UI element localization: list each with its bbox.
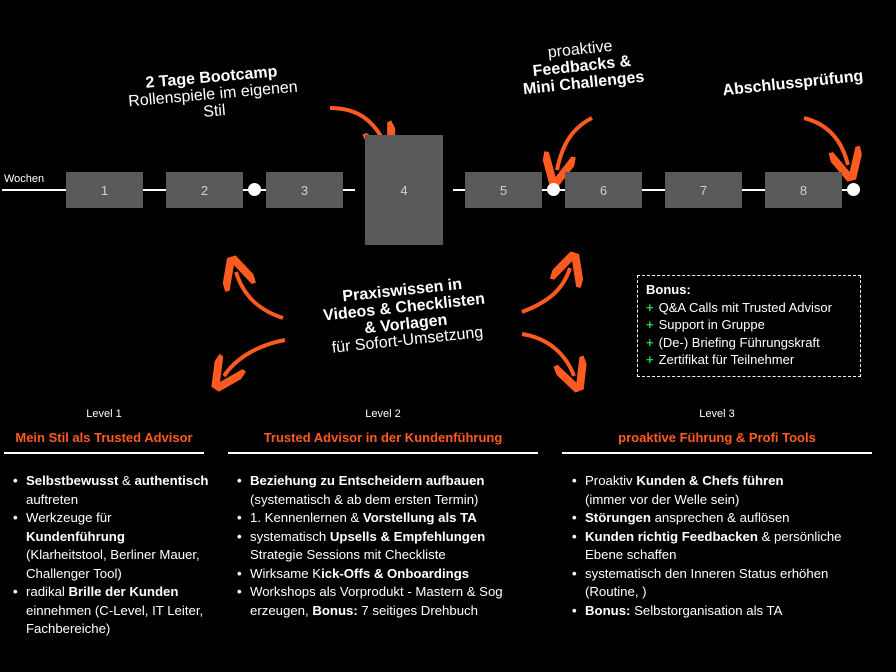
level-1-list: Selbstbewusst & authentisch auftreten We… [13,472,209,639]
list-item: systematisch Upsells & EmpfehlungenStrat… [237,528,555,565]
week-box-8: 8 [765,172,842,208]
bonus-item: +(De-) Briefing Führungskraft [646,334,820,350]
plus-icon: + [646,334,654,350]
list-item: 1. Kennenlernen & Vorstellung als TA [237,509,555,528]
level-divider [562,452,872,454]
week-box-4: 4 [365,135,443,245]
milestone-dot [248,183,261,196]
timeline-line [143,189,166,191]
feedback-arrow [557,116,593,170]
milestone-dot [547,183,560,196]
level-3-list: Proaktiv Kunden & Chefs führen(immer vor… [572,472,872,620]
timeline-line [453,189,465,191]
week-box-3: 3 [266,172,343,208]
list-item: Beziehung zu Entscheidern aufbauen(syste… [237,472,555,509]
bonus-box: Bonus: +Q&A Calls mit Trusted Advisor +S… [637,275,861,377]
plus-icon: + [646,300,654,315]
week-box-7: 7 [665,172,742,208]
timeline-line [2,189,66,191]
level-2-list: Beziehung zu Entscheidern aufbauen(syste… [237,472,555,620]
timeline-line [343,189,355,191]
praxis-arrow-down-left [224,338,286,376]
milestone-dot [847,183,860,196]
list-item: Werkzeuge für Kundenführung (Klarheitsto… [13,509,209,583]
list-item: Kunden richtig Feedbacken & persönliche … [572,528,872,565]
week-box-2: 2 [166,172,243,208]
list-item: systematisch den Inneren Status erhöhen … [572,565,872,602]
week-box-1: 1 [66,172,143,208]
list-item: Wirksame Kick-Offs & Onboardings [237,565,555,584]
bonus-item: +Q&A Calls mit Trusted Advisor [646,300,832,315]
list-item: Bonus: Selbstorganisation als TA [572,602,872,621]
list-item: radikal Brille der Kunden einnehmen (C-L… [13,583,209,639]
list-item: Selbstbewusst & authentisch auftreten [13,472,209,509]
level-divider [4,452,204,454]
praxis-arrow-up-right [521,268,570,314]
praxis-arrow-up-left [236,272,284,320]
weeks-label: Wochen [4,173,45,185]
praxis-arrow-down-right [521,332,574,376]
level-2-header: Level 2 Trusted Advisor in der Kundenfüh… [228,408,538,454]
list-item: Workshops als Vorprodukt - Mastern & Sog… [237,583,555,620]
week-box-6: 6 [565,172,642,208]
level-3-header: Level 3 proaktive Führung & Profi Tools [562,408,872,454]
bonus-item: +Zertifikat für Teilnehmer [646,351,795,367]
list-item: Störungen ansprechen & auflösen [572,509,872,528]
bonus-item: +Support in Gruppe [646,317,765,333]
level-1-header: Level 1 Mein Stil als Trusted Advisor [4,408,204,454]
level-divider [228,452,538,454]
bonus-title: Bonus: [646,282,691,297]
plus-icon: + [646,317,654,333]
timeline-line [642,189,665,191]
plus-icon: + [646,351,654,367]
exam-arrow [803,116,848,165]
week-box-5: 5 [465,172,542,208]
timeline-line [742,189,765,191]
list-item: Proaktiv Kunden & Chefs führen(immer vor… [572,472,872,509]
